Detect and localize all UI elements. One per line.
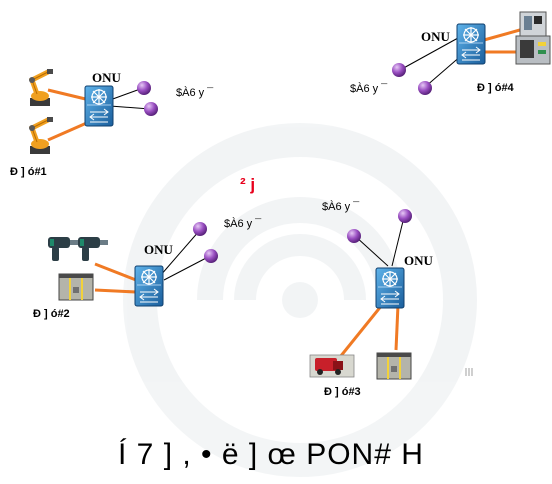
cnc-machine-icon (515, 11, 551, 65)
onu-switch-icon (456, 23, 486, 65)
wireless-node-icon (144, 102, 158, 116)
wireless-label: $À6 y ¯ (350, 83, 388, 95)
wireless-node-icon (137, 81, 151, 95)
wireless-node-icon (193, 222, 207, 236)
cell-label-2: Ð ] ó#2 (33, 308, 70, 320)
cell3-links (334, 216, 405, 363)
onu-switch-icon (134, 265, 164, 307)
onu-label: ONU (144, 242, 173, 257)
wireless-node-icon (418, 81, 432, 95)
wireless-label: $À6 y ¯ (176, 87, 214, 99)
wireless-node-icon (398, 209, 412, 223)
nutrunner-tool-icon (78, 237, 108, 261)
robot-arm-icon (29, 117, 53, 154)
onu-switch-icon (375, 267, 405, 309)
watermark-logo (123, 123, 477, 477)
wireless-label: $À6 y ¯ (224, 218, 262, 230)
cell-label-4: Ð ] ó#4 (477, 82, 514, 94)
wireless-label: $À6 y ¯ (322, 201, 360, 213)
nutrunner-tool-icon (48, 237, 78, 261)
wireless-node-icon (347, 229, 361, 243)
cell2-links (94, 229, 211, 294)
onu-label: ONU (404, 253, 433, 268)
robot-arm-icon (29, 69, 53, 106)
agv-cart-icon (58, 273, 94, 301)
page-title: Í 7 ] , • ë ] œ PON# H (118, 438, 424, 471)
red-cart-icon (309, 354, 355, 378)
cell-label-3: Ð ] ó#3 (324, 386, 361, 398)
center-label: ² j (240, 175, 256, 194)
wireless-node-icon (392, 63, 406, 77)
wireless-node-icon (204, 249, 218, 263)
agv-cart-icon (376, 352, 412, 380)
onu-label: ONU (421, 29, 450, 44)
onu-switch-icon (84, 85, 114, 127)
small-marker (465, 368, 473, 376)
cell-label-1: Ð ] ó#1 (10, 166, 47, 178)
onu-label: ONU (92, 70, 121, 85)
